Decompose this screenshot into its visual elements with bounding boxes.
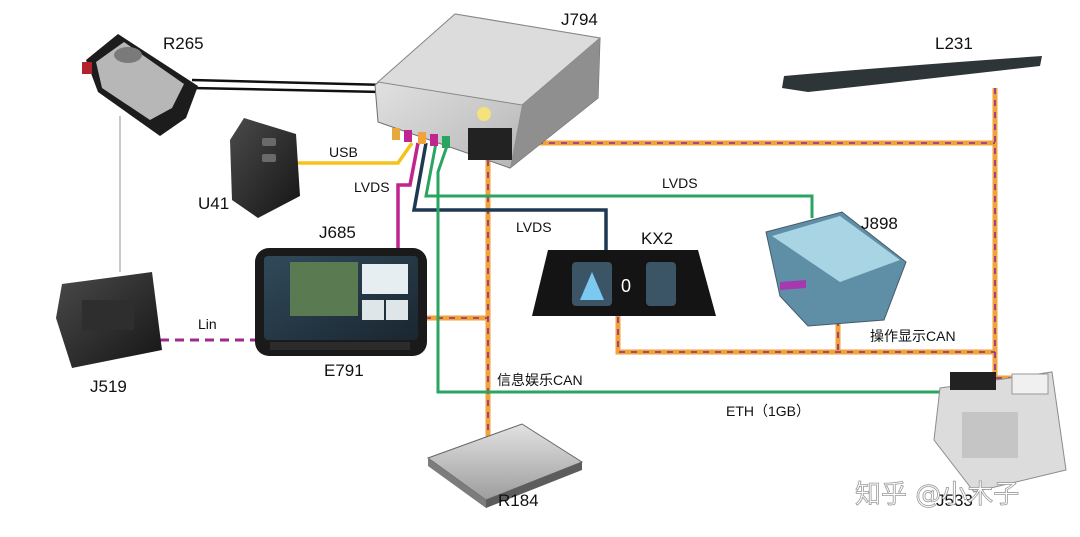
label-kx2: KX2	[641, 229, 673, 248]
label-j898: J898	[861, 214, 898, 233]
j533-module	[933, 371, 1067, 493]
label-lin: Lin	[198, 316, 217, 332]
label-l231: L231	[935, 34, 973, 53]
r265-module	[82, 34, 198, 136]
watermark: 知乎 @小木子	[855, 480, 1019, 510]
lvds-cable-j898	[424, 142, 814, 218]
l231-lightbar	[782, 56, 1042, 92]
label-display-can: 操作显示CAN	[870, 328, 956, 344]
label-lvds-2: LVDS	[516, 219, 552, 235]
label-usb: USB	[329, 144, 358, 160]
label-j533: J533	[936, 491, 973, 510]
antenna-cable	[191, 78, 386, 94]
label-j519: J519	[90, 377, 127, 396]
j898-hud	[765, 211, 907, 327]
r184-module	[426, 423, 584, 508]
kx2-speed: 0	[621, 276, 631, 296]
label-infotainment-can: 信息娱乐CAN	[497, 372, 583, 388]
label-j685: J685	[319, 223, 356, 242]
label-r184: R184	[498, 491, 539, 510]
label-e791: E791	[324, 361, 364, 380]
label-lvds-3: LVDS	[662, 175, 698, 191]
lvds-cable-kx2	[411, 142, 608, 252]
label-u41: U41	[198, 194, 229, 213]
label-eth: ETH（1GB）	[726, 403, 810, 419]
j519-module	[56, 272, 162, 368]
label-lvds-1: LVDS	[354, 179, 390, 195]
j685-screen	[255, 248, 427, 356]
eth-cable	[436, 142, 958, 394]
lvds-cable-j685	[396, 142, 420, 248]
label-r265: R265	[163, 34, 204, 53]
j794-module	[374, 13, 602, 169]
kx2-cluster	[532, 250, 716, 316]
label-j794: J794	[561, 10, 598, 29]
usb-cable	[296, 141, 414, 165]
u41-usb-module	[230, 118, 300, 218]
